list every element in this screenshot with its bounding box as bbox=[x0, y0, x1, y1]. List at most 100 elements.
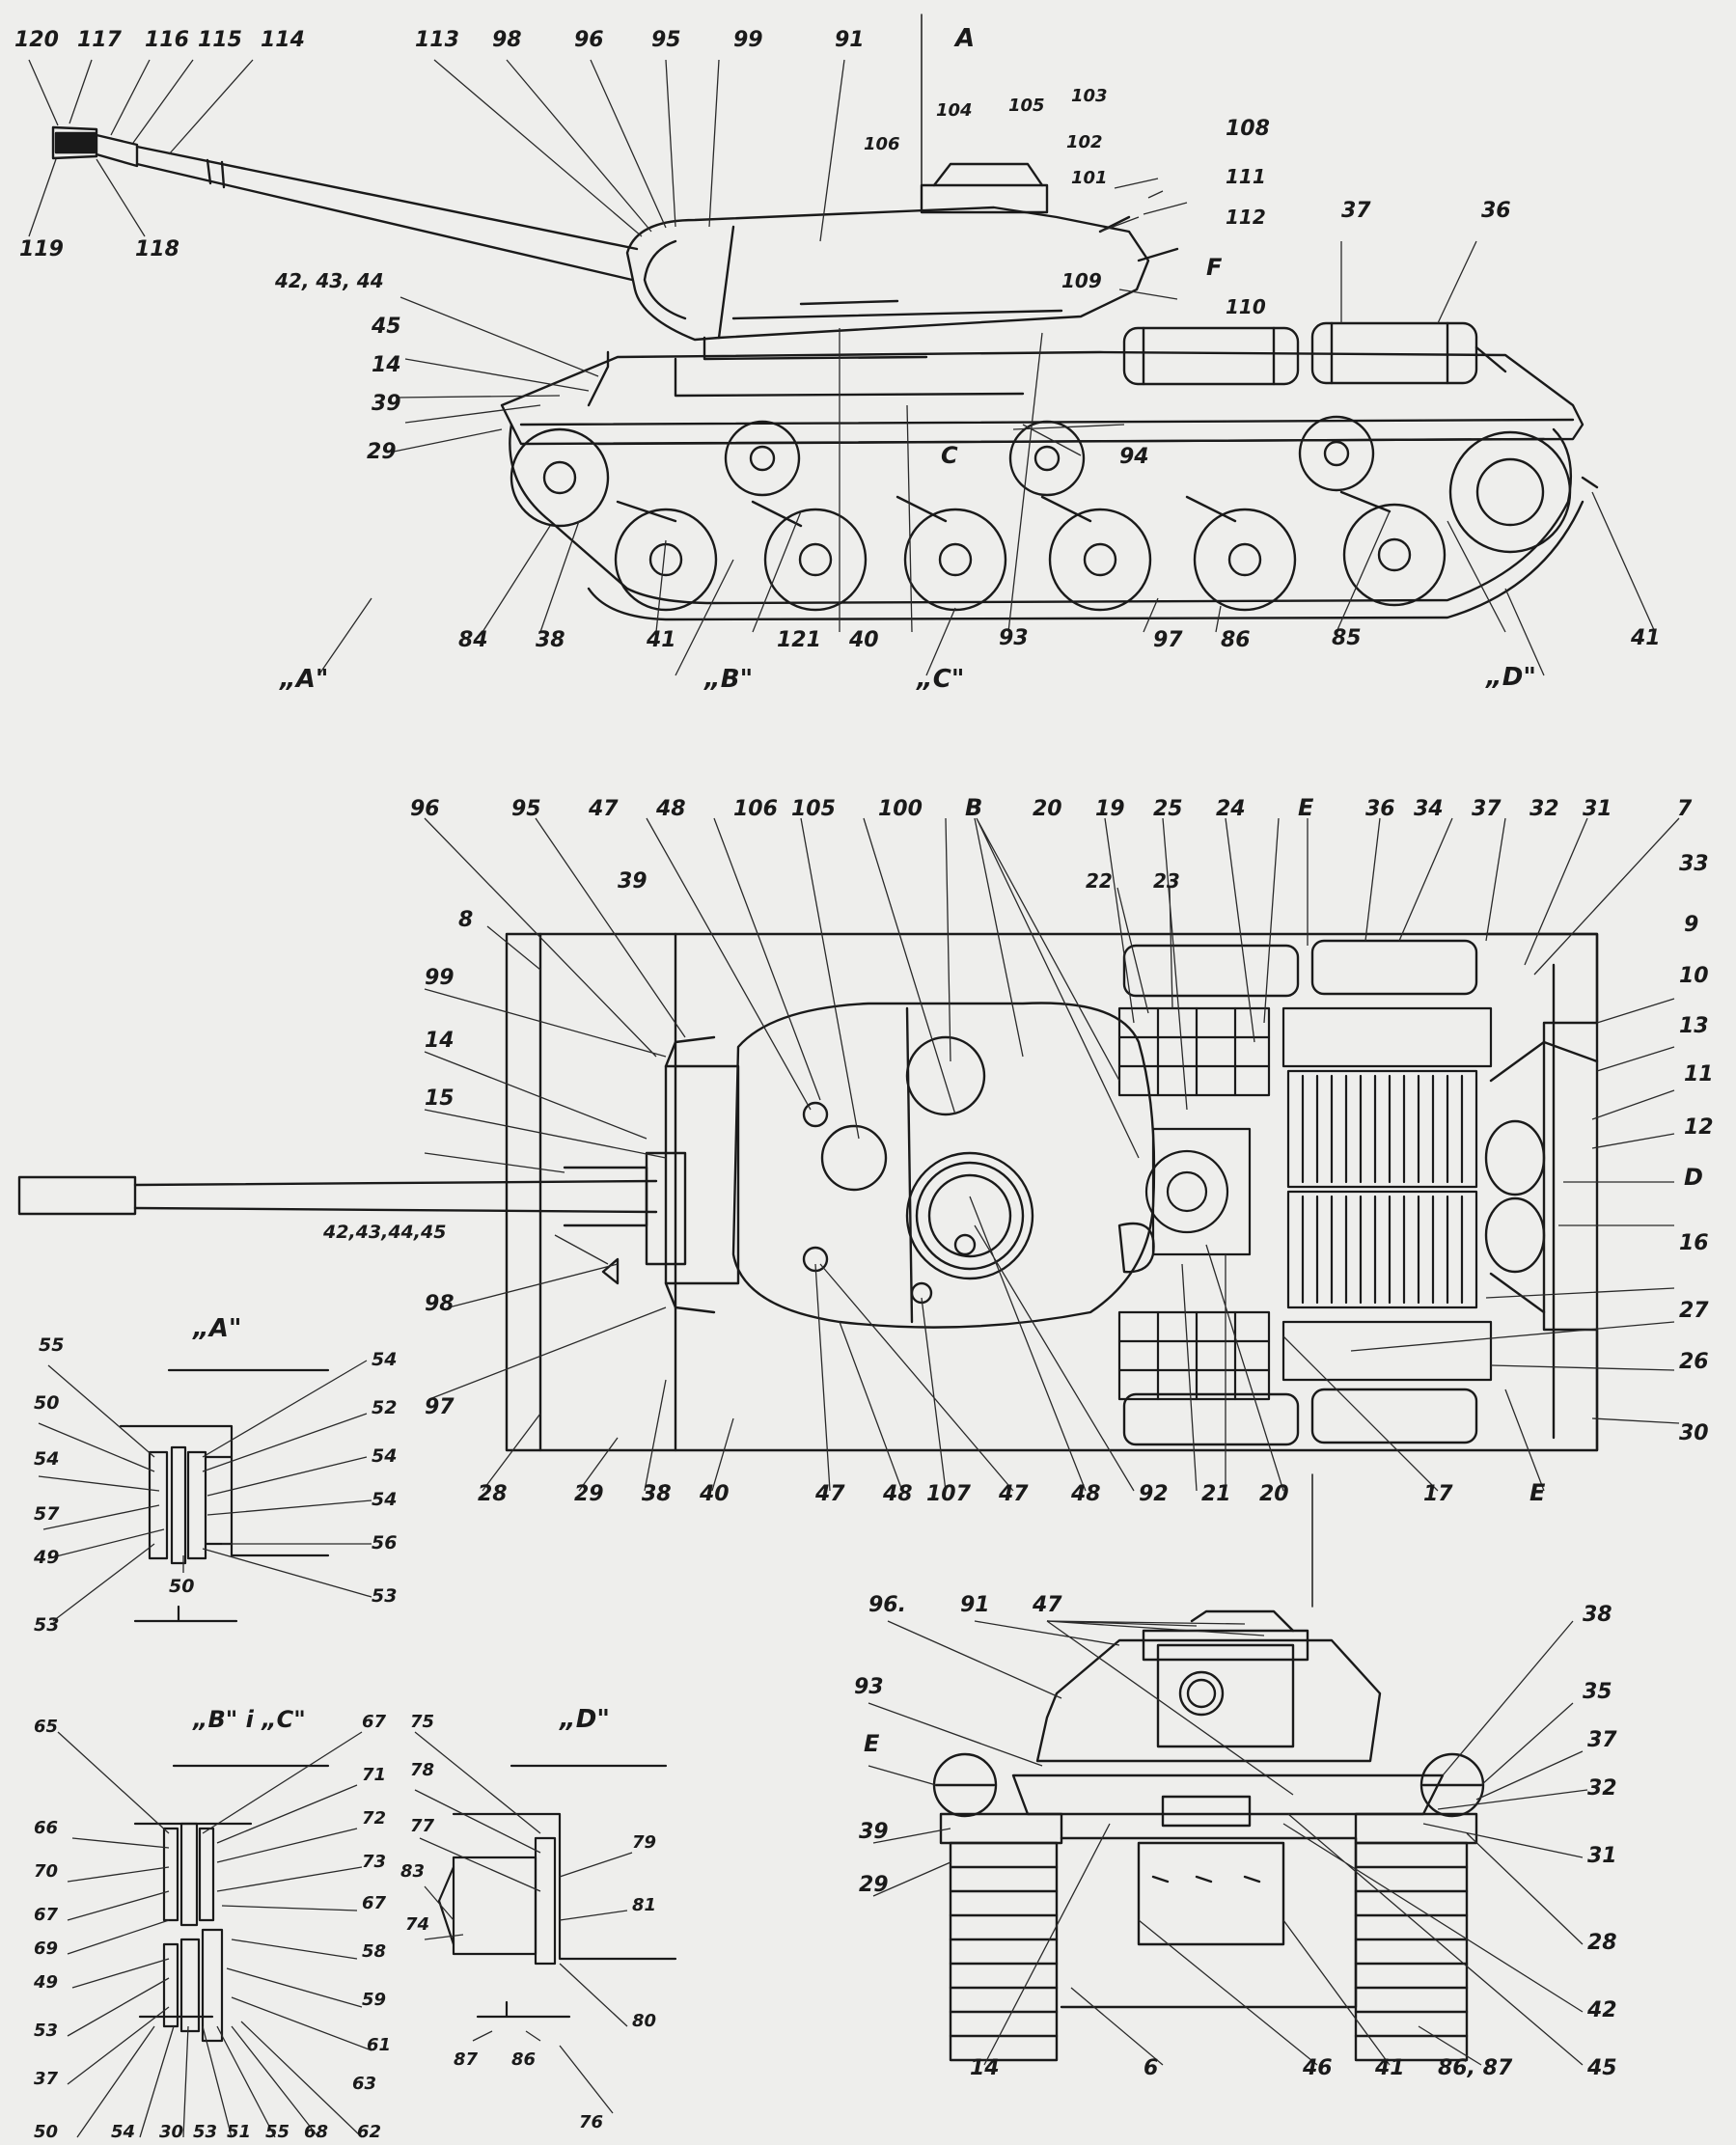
detail-a-label: 49 bbox=[33, 1547, 59, 1568]
detail-bc-labels: „B" i „C" 65 67 66 71 72 70 73 67 67 69 … bbox=[33, 1706, 391, 2142]
top-label: 38 bbox=[642, 1482, 672, 1506]
top-label: 26 bbox=[1679, 1350, 1709, 1374]
side-road-wheels bbox=[614, 503, 1447, 612]
front-label: 38 bbox=[1583, 1603, 1612, 1627]
detail-bc-label: 54 bbox=[111, 2122, 135, 2142]
detail-bc-label: 51 bbox=[227, 2122, 251, 2142]
detail-bc-label: 67 bbox=[34, 1905, 59, 1925]
side-label: 41 bbox=[1630, 626, 1661, 650]
top-view-labels: 96 95 47 48 106 105 100 B 20 19 25 24 E … bbox=[322, 794, 1714, 1506]
side-gun-barrel bbox=[51, 125, 639, 282]
detail-a-label: 56 bbox=[372, 1532, 397, 1554]
detail-a bbox=[119, 1368, 330, 1623]
side-label: 99 bbox=[733, 28, 763, 52]
detail-d-label: 77 bbox=[410, 1816, 435, 1836]
detail-bc-label: 53 bbox=[193, 2122, 217, 2142]
detail-bc-label: 63 bbox=[352, 2074, 376, 2094]
detail-d-label: 83 bbox=[400, 1861, 425, 1882]
detail-bc bbox=[133, 1764, 330, 2043]
detail-a-label: 55 bbox=[39, 1334, 64, 1356]
detail-d-label: 81 bbox=[632, 1895, 656, 1915]
top-label: 37 bbox=[1472, 797, 1502, 821]
top-label: 106 bbox=[733, 797, 778, 821]
side-label: 118 bbox=[135, 237, 179, 261]
detail-a-label: 50 bbox=[34, 1392, 59, 1414]
top-label: 8 bbox=[458, 908, 473, 932]
detail-d-label: 79 bbox=[632, 1832, 656, 1853]
top-label: 11 bbox=[1684, 1062, 1714, 1086]
side-idler-wheel bbox=[510, 427, 610, 528]
front-label: 86, 87 bbox=[1438, 2056, 1513, 2080]
side-label: 104 bbox=[936, 100, 973, 121]
top-label: 40 bbox=[699, 1482, 730, 1506]
front-label: 91 bbox=[960, 1593, 990, 1617]
side-label: 103 bbox=[1071, 86, 1108, 106]
side-label: 29 bbox=[367, 440, 397, 464]
top-label: 20 bbox=[1033, 797, 1062, 821]
detail-bc-label: 73 bbox=[362, 1852, 386, 1872]
top-label: D bbox=[1684, 1164, 1703, 1191]
front-label: 29 bbox=[859, 1873, 889, 1897]
side-label: „B" bbox=[703, 665, 753, 694]
top-label: 12 bbox=[1684, 1115, 1714, 1140]
side-label: 108 bbox=[1226, 117, 1270, 141]
top-hull-outline bbox=[505, 932, 1599, 1452]
top-label: 22 bbox=[1086, 869, 1113, 893]
detail-bc-label: 58 bbox=[362, 1941, 386, 1962]
top-label: 29 bbox=[574, 1482, 604, 1506]
side-label: 105 bbox=[1008, 96, 1045, 116]
front-label: 31 bbox=[1587, 1844, 1617, 1868]
side-label: 111 bbox=[1226, 165, 1266, 188]
top-label: 97 bbox=[425, 1395, 455, 1419]
side-label: 101 bbox=[1071, 168, 1108, 188]
front-label: 41 bbox=[1374, 2056, 1405, 2080]
side-label: 114 bbox=[261, 28, 305, 52]
top-label: 27 bbox=[1679, 1299, 1709, 1323]
side-return-rollers bbox=[724, 415, 1375, 497]
side-label: 112 bbox=[1226, 206, 1266, 229]
side-label: 85 bbox=[1332, 626, 1362, 650]
side-label: 106 bbox=[864, 134, 900, 154]
detail-d-label: 80 bbox=[632, 2011, 656, 2031]
detail-bc-label: 68 bbox=[304, 2122, 328, 2142]
top-fuel-drums bbox=[1122, 939, 1478, 1446]
detail-bc-label: 62 bbox=[357, 2122, 381, 2142]
top-label: 16 bbox=[1679, 1231, 1709, 1255]
side-label: 91 bbox=[835, 28, 865, 52]
detail-bc-label: 30 bbox=[159, 2122, 183, 2142]
top-label: 99 bbox=[425, 966, 455, 990]
side-label: 116 bbox=[145, 28, 189, 52]
front-label: 39 bbox=[859, 1820, 889, 1844]
detail-a-label: 54 bbox=[372, 1445, 397, 1467]
detail-a-label: 53 bbox=[372, 1585, 397, 1607]
side-view bbox=[51, 14, 1599, 621]
top-label: 47 bbox=[998, 1482, 1029, 1506]
side-label: 37 bbox=[1341, 199, 1371, 223]
detail-a-label: 54 bbox=[372, 1349, 397, 1370]
detail-bc-label: 55 bbox=[265, 2122, 289, 2142]
side-hull bbox=[500, 321, 1584, 446]
side-label: 102 bbox=[1066, 132, 1103, 152]
top-label: 42,43,44,45 bbox=[322, 1222, 446, 1243]
leader-lines bbox=[28, 59, 1680, 2138]
detail-d-labels: „D" 75 78 79 77 83 81 74 80 87 86 76 bbox=[400, 1705, 656, 2132]
front-label: 42 bbox=[1586, 1998, 1617, 2022]
top-engine-deck bbox=[1117, 1006, 1493, 1401]
top-label: 107 bbox=[926, 1482, 972, 1506]
top-label: 95 bbox=[511, 797, 541, 821]
side-label: „D" bbox=[1485, 663, 1536, 692]
side-label: 98 bbox=[492, 28, 522, 52]
top-label: 48 bbox=[1070, 1482, 1101, 1506]
top-label: 23 bbox=[1153, 869, 1180, 893]
top-label: 7 bbox=[1677, 797, 1693, 821]
detail-d-label: 87 bbox=[454, 2049, 479, 2070]
detail-d bbox=[437, 1764, 677, 2019]
side-label: 41 bbox=[646, 628, 676, 652]
top-label: 47 bbox=[588, 797, 619, 821]
front-label: 32 bbox=[1587, 1776, 1617, 1801]
detail-bc-label: 70 bbox=[34, 1861, 58, 1882]
top-label: 34 bbox=[1414, 797, 1444, 821]
side-turret bbox=[625, 162, 1179, 342]
top-label: 33 bbox=[1679, 852, 1709, 876]
